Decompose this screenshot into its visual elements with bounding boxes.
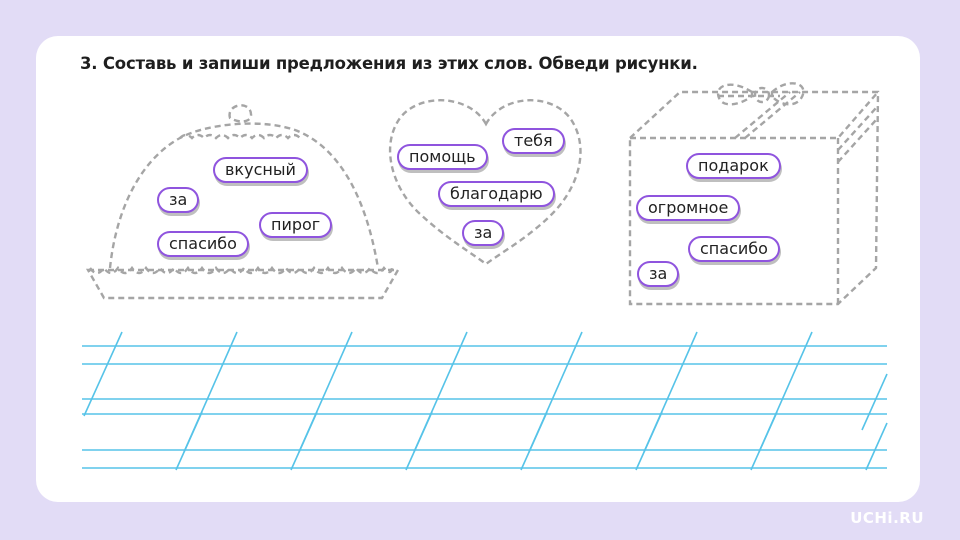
word-chip-gift-spasibo[interactable]: спасибо bbox=[688, 236, 780, 262]
task-title: 3. Составь и запиши предложения из этих … bbox=[80, 54, 698, 73]
writing-lines bbox=[82, 345, 887, 469]
writing-slant-lines bbox=[83, 331, 888, 471]
word-chip-heart-pomosch[interactable]: помощь bbox=[397, 144, 488, 170]
gift-box-outline bbox=[628, 82, 880, 306]
word-chip-cake-za[interactable]: за bbox=[157, 187, 200, 213]
cake-dome-outline bbox=[85, 104, 401, 300]
word-chip-cake-spasibo[interactable]: спасибо bbox=[157, 231, 249, 257]
word-chip-gift-za[interactable]: за bbox=[637, 261, 680, 287]
word-chip-gift-ogromnoe[interactable]: огромное bbox=[636, 195, 741, 221]
word-chip-gift-podarok[interactable]: подарок bbox=[686, 153, 781, 179]
word-chip-heart-blagodaryu[interactable]: благодарю bbox=[438, 181, 555, 207]
uchi-ru-logo: UCHi.RU bbox=[850, 509, 924, 527]
word-chip-heart-tebya[interactable]: тебя bbox=[502, 128, 565, 154]
word-chip-cake-pirog[interactable]: пирог bbox=[259, 212, 333, 238]
word-chip-cake-vkusny[interactable]: вкусный bbox=[213, 157, 308, 183]
word-chip-heart-za[interactable]: за bbox=[462, 220, 505, 246]
